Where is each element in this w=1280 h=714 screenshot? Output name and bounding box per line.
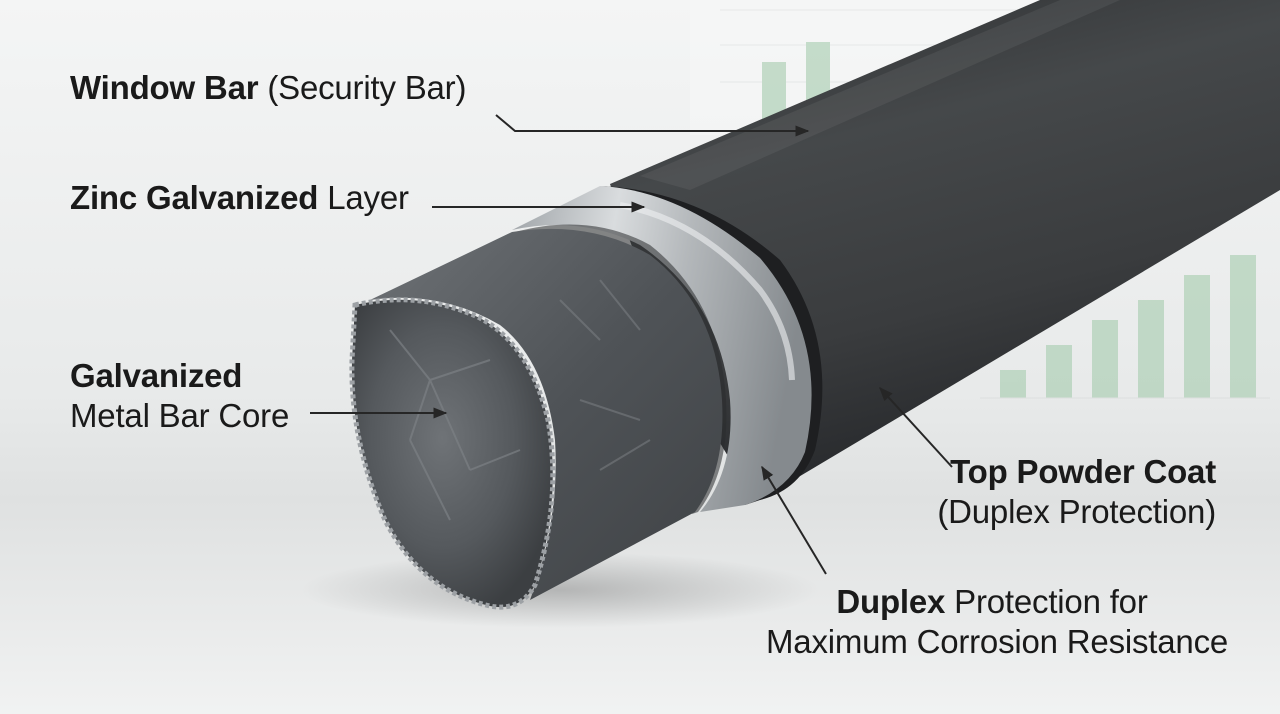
background-bar [1092,320,1118,398]
label-duplex-normal: Protection for [945,583,1148,620]
background-bar [1184,275,1210,398]
leader-lines [310,114,953,575]
label-core-line1: Galvanized [70,357,243,394]
label-core-line2: Metal Bar Core [70,397,290,434]
background-bar [1230,255,1256,398]
label-core: Galvanized Metal Bar Core [70,356,289,436]
leader-powder-coat [879,386,953,468]
background-bar [1046,345,1072,398]
label-duplex: Duplex Protection for Maximum Corrosion … [766,582,1228,662]
label-powder-coat: Top Powder Coat (Duplex Protection) [937,452,1216,532]
label-zinc-layer-normal: Layer [318,179,409,216]
label-window-bar-normal: (Security Bar) [258,69,467,106]
galvanized-core [349,228,723,610]
background-bar [1138,300,1164,398]
label-zinc-layer: Zinc Galvanized Layer [70,178,409,218]
background-bar [1000,370,1026,398]
label-powder-coat-line1: Top Powder Coat [950,453,1216,490]
label-window-bar: Window Bar (Security Bar) [70,68,466,108]
label-powder-coat-line2: (Duplex Protection) [937,493,1216,530]
label-duplex-line2: Maximum Corrosion Resistance [766,623,1229,660]
zinc-galvanized-layer [512,186,812,515]
label-zinc-layer-bold: Zinc Galvanized [70,179,319,216]
leader-window-bar [495,114,810,137]
leader-duplex [761,465,827,575]
label-window-bar-bold: Window Bar [70,69,259,106]
label-duplex-bold: Duplex [836,583,946,620]
